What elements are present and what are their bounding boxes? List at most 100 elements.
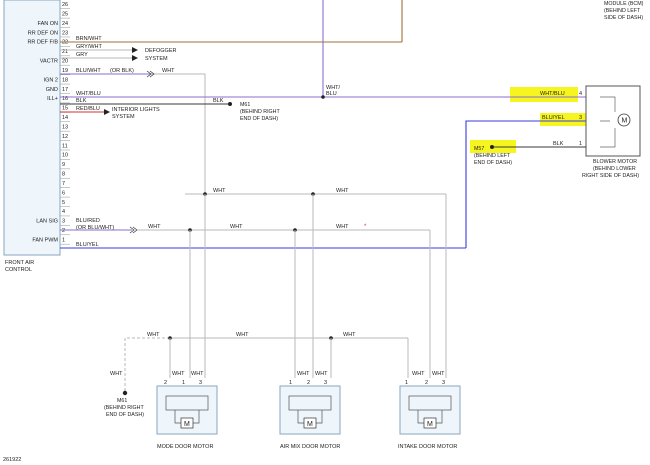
mode-door-pin-c: 3 — [199, 380, 202, 386]
module-note-line1: MODULE (BCM) — [604, 1, 644, 7]
air-mix-door-pin-c: 3 — [324, 380, 327, 386]
control-pin-number: 17 — [62, 87, 68, 93]
control-pin-number: 5 — [62, 200, 65, 206]
m61-upper-line3: END OF DASH) — [240, 116, 278, 122]
arrow-defogger-1 — [132, 47, 138, 53]
wire-label-blk-m61: BLK — [213, 98, 224, 104]
m57-line2: (BEHIND LEFT — [474, 153, 511, 159]
wire-label-wht-blu-blower: WHT/BLU — [540, 91, 565, 97]
m61-upper-line2: (BEHIND RIGHT — [240, 109, 280, 115]
mode-door-motor-m: M — [184, 421, 190, 428]
control-pin-label: FAN PWM — [32, 238, 58, 244]
control-pin-number: 4 — [62, 209, 65, 215]
blower-motor-m: M — [622, 118, 628, 125]
control-pin-number: 24 — [62, 21, 68, 27]
control-pin-number: 20 — [62, 59, 68, 65]
wire-label-blk-pin17: BLK — [76, 98, 87, 104]
wire-label-wht-blu-pin18: WHT/BLU — [76, 91, 101, 97]
control-pin-number: 9 — [62, 162, 65, 168]
control-pin-number: 18 — [62, 77, 68, 83]
wire-label-blk-blower: BLK — [553, 141, 564, 147]
m57-line1: M57 — [474, 146, 484, 152]
air-mix-door-motor-symbol-box — [303, 417, 317, 429]
wire-label-wht-mode-a: WHT — [172, 371, 185, 377]
wire-label-wht-bus-2: WHT — [336, 188, 349, 194]
intake-door-motor-m: M — [427, 421, 433, 428]
air-mix-door-motor: M 1 2 3 AIR MIX DOOR MOTOR — [279, 380, 341, 450]
intake-door-pin-c: 3 — [442, 380, 445, 386]
wire-label-wht-airmix-b: WHT — [315, 371, 328, 377]
wire-label-wht-gnd-1: WHT — [147, 332, 160, 338]
diagram-id: 261922 — [3, 457, 21, 463]
blower-pin4: 4 — [579, 91, 582, 97]
wire-label-wht-mode-b: WHT — [191, 371, 204, 377]
control-pin-number: 22 — [62, 40, 68, 46]
highlight-blower-pin3 — [540, 113, 590, 126]
ground-m61-lower — [122, 390, 128, 396]
blower-caption-line1: BLOWER MOTOR — [593, 159, 637, 165]
m57-line3: END OF DASH) — [474, 160, 512, 166]
control-pin-number: 26 — [62, 2, 68, 8]
control-pin-number: 11 — [62, 143, 68, 149]
wire-label-wht-pin20: WHT — [162, 68, 175, 74]
blower-motor-box — [585, 85, 641, 157]
ground-m57 — [490, 145, 494, 149]
blower-pin3: 3 — [579, 115, 582, 121]
wire-label-wht-lan-3: WHT — [336, 224, 349, 230]
blower-caption-line3: RIGHT SIDE OF DASH) — [582, 173, 639, 179]
wire-label-wht-intake-a: WHT — [412, 371, 425, 377]
mode-door-motor-symbol-box — [180, 417, 194, 429]
wire-label-wht-lan-2: WHT — [230, 224, 243, 230]
control-pin-label: ILL+ — [47, 96, 58, 102]
mode-door-motor: M 2 1 3 MODE DOOR MOTOR — [156, 380, 218, 450]
splice-pin18 — [321, 95, 325, 99]
front-air-control-caption-line2: CONTROL — [5, 267, 32, 273]
wire-label-wht-airmix-a: WHT — [297, 371, 310, 377]
intake-door-motor-symbol-box — [423, 417, 437, 429]
control-pin-number: 8 — [62, 172, 65, 178]
intake-door-motor: M 1 2 3 INTAKE DOOR MOTOR — [398, 380, 461, 450]
mode-door-motor-caption: MODE DOOR MOTOR — [157, 444, 213, 450]
wire-blower-pin3 — [465, 120, 586, 248]
defogger-label-line1: DEFOGGER — [145, 48, 177, 54]
interior-lights-line2: SYSTEM — [112, 114, 135, 120]
wire-label-wht-lan-1: WHT — [148, 224, 161, 230]
air-mix-door-pin-a: 1 — [289, 380, 292, 386]
wire-label-wht-gnd-2: WHT — [236, 332, 249, 338]
wire-label-wht-blu-split-2: BLU — [326, 91, 337, 97]
mode-door-pin-a: 2 — [164, 380, 167, 386]
mode-door-motor-frame — [165, 395, 209, 411]
module-note-line2: (BEHIND LEFT — [604, 8, 641, 14]
wire-label-blu-yel-blower: BLU/YEL — [542, 115, 565, 121]
intake-door-pin-a: 1 — [405, 380, 408, 386]
control-pin-number: 7 — [62, 181, 65, 187]
control-pin-number: 3 — [62, 219, 65, 225]
air-mix-door-motor-caption: AIR MIX DOOR MOTOR — [280, 444, 340, 450]
control-pin-number: 12 — [62, 134, 68, 140]
wire-label-gry-wht: GRY/WHT — [76, 44, 103, 50]
air-mix-door-motor-frame — [288, 395, 332, 411]
wire-label-blu-red: BLU/RED — [76, 218, 100, 224]
wire-label-wht-blu-split-1: WHT/ — [326, 85, 341, 91]
control-pin-label: VACTR — [40, 59, 58, 65]
wire-label-wht-gnd-3: WHT — [343, 332, 356, 338]
wire-label-wht-gnd-4: WHT — [110, 371, 123, 377]
blower-caption-line2: (BEHIND LOWER — [593, 166, 636, 172]
air-mix-door-motor-m: M — [307, 421, 313, 428]
wire-label-red-blu: RED/BLU — [76, 106, 100, 112]
control-pin-number: 23 — [62, 30, 68, 36]
front-air-control-caption-line1: FRONT AIR — [5, 260, 34, 266]
control-pin-number: 25 — [62, 11, 68, 17]
wire-label-blu-wht: BLU/WHT — [76, 68, 101, 74]
wire-label-gry: GRY — [76, 52, 88, 58]
wire-label-or-blk: (OR BLK) — [110, 68, 134, 74]
blower-internal-wiring — [600, 96, 616, 148]
blower-pin1: 1 — [579, 141, 582, 147]
wire-label-wht-intake-b: WHT — [432, 371, 445, 377]
wire-label-brn-wht: BRN/WHT — [76, 36, 102, 42]
control-pin-number: 15 — [62, 106, 68, 112]
control-pin-number: 1 — [62, 238, 65, 244]
control-pin-label: IGN 2 — [44, 77, 58, 83]
wire-pin20-b — [150, 73, 206, 194]
